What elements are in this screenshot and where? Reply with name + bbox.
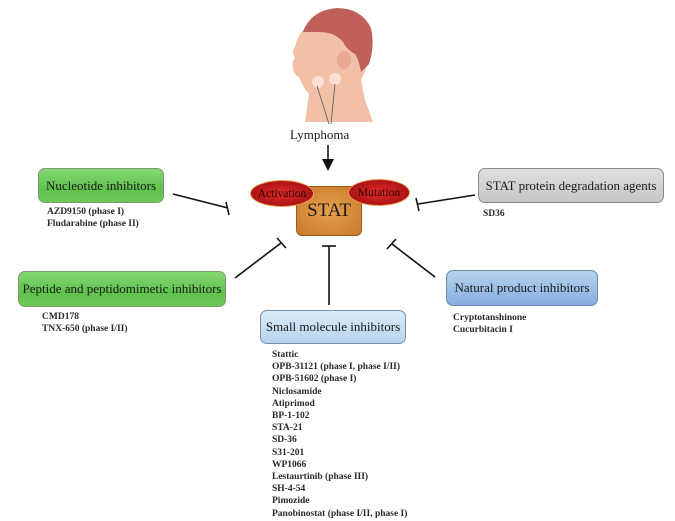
drug-item: Panobinostat (phase I/II, phase I): [272, 508, 408, 519]
nucleotide-drug-list: AZD9150 (phase I) Fludarabine (phase II): [47, 206, 139, 230]
natural-drug-list: Cryptotanshinone Cucurbitacin I: [453, 312, 526, 336]
category-small-molecule-inhibitors: Small molecule inhibitors: [260, 310, 406, 344]
drug-item: CMD178: [42, 312, 79, 322]
drug-item: SD-36: [272, 435, 297, 446]
drug-item: Cryptotanshinone: [453, 313, 527, 323]
drug-item: Lestaurtinib (phase III): [272, 472, 369, 483]
inhibit-degradation: [415, 194, 476, 212]
drug-item: SD36: [483, 209, 505, 219]
activation-badge: Activation: [250, 180, 314, 207]
drug-item: TNX-650 (phase I/II): [42, 324, 128, 335]
drug-item: SH-4-54: [272, 484, 306, 495]
drug-item: Cucurbitacin I: [453, 325, 513, 336]
mutation-badge: Mutation: [348, 179, 410, 206]
drug-item: Pimozide: [272, 496, 310, 507]
inhibit-natural: [386, 238, 436, 278]
degradation-drug-list: SD36: [483, 208, 505, 220]
category-peptide-inhibitors: Peptide and peptidomimetic inhibitors: [18, 271, 226, 307]
drug-item: STA-21: [272, 423, 303, 434]
small-molecule-drug-list: Stattic OPB-31121 (phase I, phase I/II) …: [272, 349, 407, 520]
category-stat-degradation-agents: STAT protein degradation agents: [478, 168, 664, 203]
drug-item: OPB-31121 (phase I, phase I/II): [272, 362, 401, 373]
drug-item: Niclosamide: [272, 386, 322, 397]
disease-label: Lymphoma: [290, 127, 350, 142]
drug-item: Fludarabine (phase II): [47, 219, 139, 230]
category-nucleotide-inhibitors: Nucleotide inhibitors: [38, 168, 164, 203]
drug-item: S31-201: [272, 447, 305, 458]
inhibit-small-molecule: [322, 245, 336, 305]
drug-item: WP1066: [272, 459, 307, 470]
peptide-drug-list: CMD178 TNX-650 (phase I/II): [42, 311, 128, 335]
category-natural-product-inhibitors: Natural product inhibitors: [446, 270, 598, 306]
drug-item: Stattic: [272, 350, 299, 360]
drug-item: AZD9150 (phase I): [47, 207, 125, 217]
drug-item: Atiprimod: [272, 398, 315, 409]
inhibit-peptide: [234, 237, 287, 279]
patient-head-illustration: [292, 8, 373, 125]
drug-item: BP-1-102: [272, 411, 310, 422]
drug-item: OPB-51602 (phase I): [272, 374, 357, 385]
inhibit-nucleotide: [172, 193, 230, 216]
